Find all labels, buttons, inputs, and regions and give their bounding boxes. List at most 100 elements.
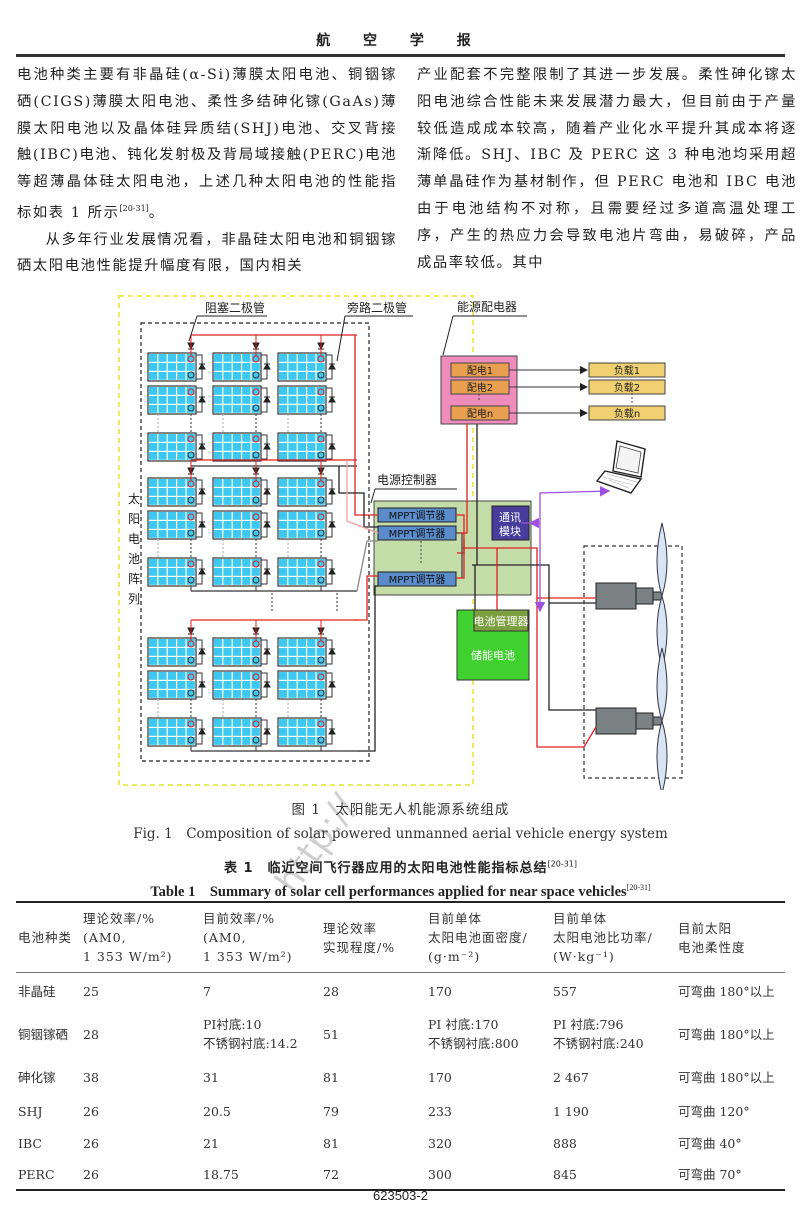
solar-cell [186,354,195,362]
solar-cell [316,372,325,380]
solar-cell [242,512,251,520]
citation[interactable]: [20-31] [119,203,149,213]
solar-cell [242,657,251,665]
header-line: 目前单体 [553,911,608,926]
solar-cell [288,363,297,371]
solar-cell [232,497,241,505]
solar-cell [297,559,306,567]
solar-cell [242,363,251,371]
running-head: 航 空 学 报 [316,33,485,49]
solar-cell [232,728,241,736]
solar-cell [177,497,186,505]
solar-cell [186,577,195,585]
cell-line: 72 [323,1166,339,1182]
solar-cell [158,372,167,380]
citation[interactable]: [20-31] [626,883,651,893]
cell-line: SHJ [18,1103,43,1119]
bypass-diode-label: 旁路二极管 [347,300,407,315]
solar-cell [158,648,167,656]
solar-cell [251,737,260,745]
solar-cell [158,443,167,451]
solar-cell [288,434,297,442]
solar-cell [251,372,260,380]
solar-cell [223,530,232,538]
solar-cell [297,681,306,689]
solar-cell [149,639,158,647]
solar-panel [147,385,206,415]
solar-cell [214,387,223,395]
solar-array-label-char: 列 [128,592,140,606]
citation[interactable]: [20-31] [547,859,578,869]
solar-cell [177,452,186,460]
solar-cell [297,672,306,680]
solar-cell [242,497,251,505]
solar-cell [242,396,251,404]
power-distributor-label: 能源配电器 [457,300,517,314]
solar-cell [242,354,251,362]
solar-cell-summary-table: 电池种类理论效率/%(AM0,1 353 W/m²)目前效率/%(AM0,1 3… [16,901,785,1191]
solar-cell [177,719,186,727]
solar-cell [223,728,232,736]
solar-cell [167,568,176,576]
positive-terminal [187,720,195,728]
solar-cell [167,372,176,380]
solar-cell [214,434,223,442]
cell-line: 28 [323,983,339,999]
cell-line: 非晶硅 [18,983,56,999]
cell-line: 28 [83,1026,99,1042]
solar-cell [167,719,176,727]
solar-cell [307,372,316,380]
solar-cell [242,728,251,736]
solar-cell [316,488,325,496]
negative-terminal [317,529,325,537]
table-caption-cn-text: 表 1 临近空间飞行器应用的太阳电池性能指标总结 [223,861,548,876]
wire [456,539,465,579]
solar-cell [242,568,251,576]
header-line: (W·kg⁻¹) [553,949,615,964]
table-cell: 2 467 [553,1059,678,1095]
solar-cell [288,728,297,736]
solar-cell [307,568,316,576]
solar-cell [167,405,176,413]
solar-cell [177,657,186,665]
positive-terminal [317,720,325,728]
cell-line: 可弯曲 120° [678,1103,750,1119]
bypass-diode-icon [263,488,271,495]
negative-terminal [187,689,195,697]
positive-terminal [317,435,325,443]
negative-terminal [317,451,325,459]
bypass-diode-icon [263,648,271,655]
solar-cell [316,354,325,362]
cell-line: 26 [83,1166,99,1182]
negative-terminal [187,404,195,412]
solar-cell [167,657,176,665]
solar-cell [288,354,297,362]
solar-cell [158,354,167,362]
solar-panel [147,717,206,747]
solar-cell [158,577,167,585]
bypass-diode-icon [328,396,336,403]
solar-cell [149,512,158,520]
bypass-diode-icon [198,443,206,450]
solar-cell [186,443,195,451]
solar-cell [297,452,306,460]
cell-line: 38 [83,1069,99,1085]
cell-line: 2 467 [553,1069,589,1085]
solar-cell [177,672,186,680]
solar-cell [242,452,251,460]
solar-cell [288,530,297,538]
solar-cell [288,648,297,656]
solar-cell [177,521,186,529]
table-cell: 300 [428,1159,553,1190]
solar-array-label-char: 太 [128,491,140,506]
solar-cell [158,405,167,413]
solar-cell [167,639,176,647]
solar-cell [158,657,167,665]
solar-cell [242,479,251,487]
solar-cell [307,690,316,698]
solar-cell [167,387,176,395]
header-line: 目前太阳 [678,920,733,936]
header-line: 目前效率/% [203,911,276,926]
solar-cell [279,728,288,736]
